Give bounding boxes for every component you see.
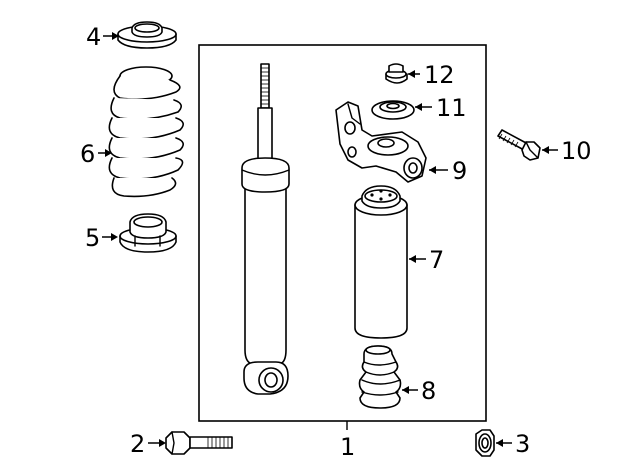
callout-6: 6 bbox=[80, 140, 95, 168]
spring-lower-insulator bbox=[119, 213, 177, 253]
nut bbox=[475, 429, 495, 457]
callout-8: 8 bbox=[421, 377, 436, 405]
upper-mount-bracket bbox=[335, 101, 427, 183]
lock-nut bbox=[385, 63, 408, 84]
assembly-frame bbox=[198, 44, 487, 422]
shock-absorber bbox=[241, 63, 290, 395]
callout-3: 3 bbox=[515, 430, 530, 458]
coil-spring bbox=[108, 66, 184, 198]
upper-insulator bbox=[371, 100, 415, 120]
callout-9: 9 bbox=[452, 157, 467, 185]
callout-4: 4 bbox=[86, 23, 101, 51]
callout-11: 11 bbox=[436, 94, 467, 122]
bump-stop bbox=[358, 345, 402, 409]
dust-boot bbox=[354, 185, 408, 339]
bolt bbox=[165, 431, 233, 455]
callout-7: 7 bbox=[429, 246, 444, 274]
callout-5: 5 bbox=[85, 224, 100, 252]
callout-10: 10 bbox=[561, 137, 592, 165]
spring-upper-seat bbox=[117, 21, 177, 49]
mount-bolt bbox=[497, 129, 541, 161]
callout-1: 1 bbox=[340, 433, 355, 461]
callout-12: 12 bbox=[424, 61, 455, 89]
callout-2: 2 bbox=[130, 430, 145, 458]
